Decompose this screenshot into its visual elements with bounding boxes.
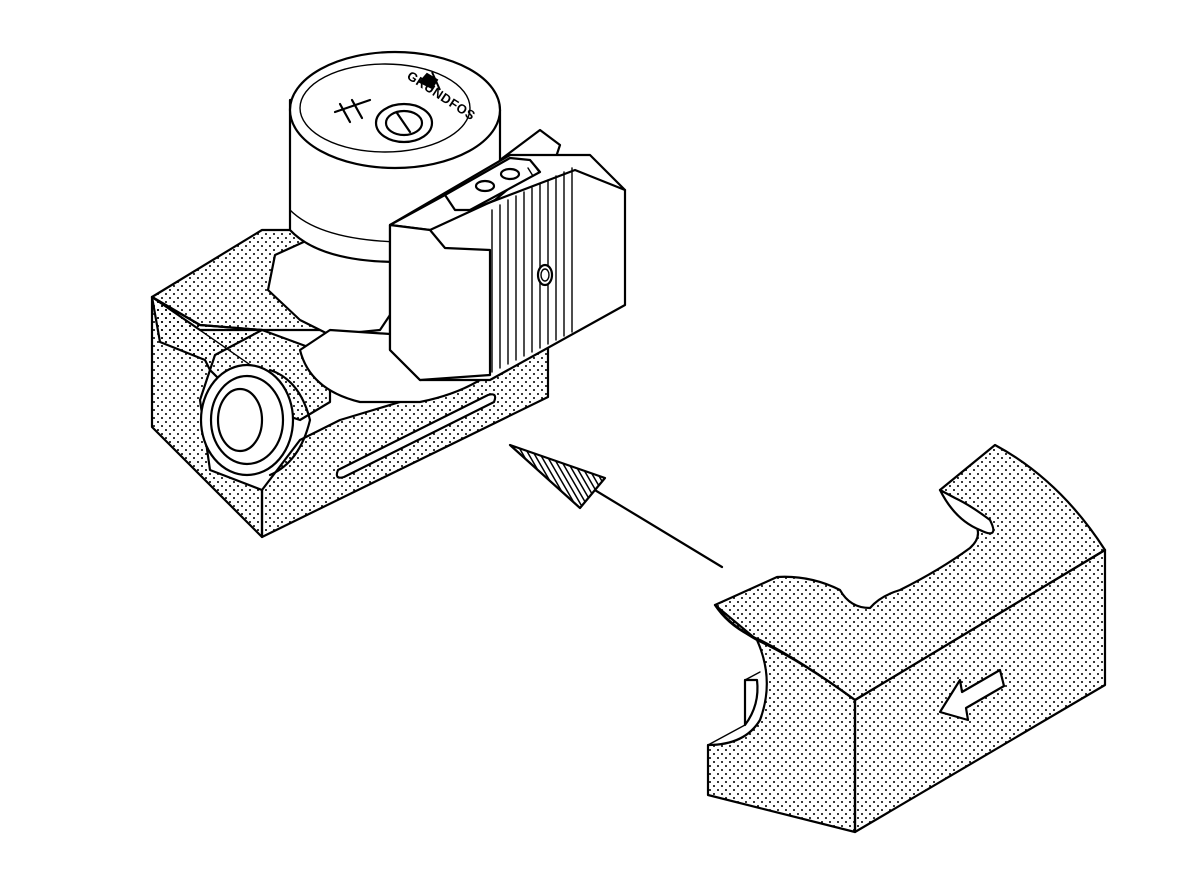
cable-entry-icon [536, 263, 554, 287]
speed-selector-icon [374, 102, 434, 144]
control-box [388, 153, 627, 382]
arrow-markings-icon [333, 98, 372, 124]
front-insulation-shell [706, 443, 1107, 834]
assembly-direction-arrow [508, 443, 724, 569]
circulator-pump: GRUNDFOS [199, 50, 627, 477]
flow-direction-arrow-icon [938, 668, 1006, 722]
inlet-port [199, 363, 312, 477]
